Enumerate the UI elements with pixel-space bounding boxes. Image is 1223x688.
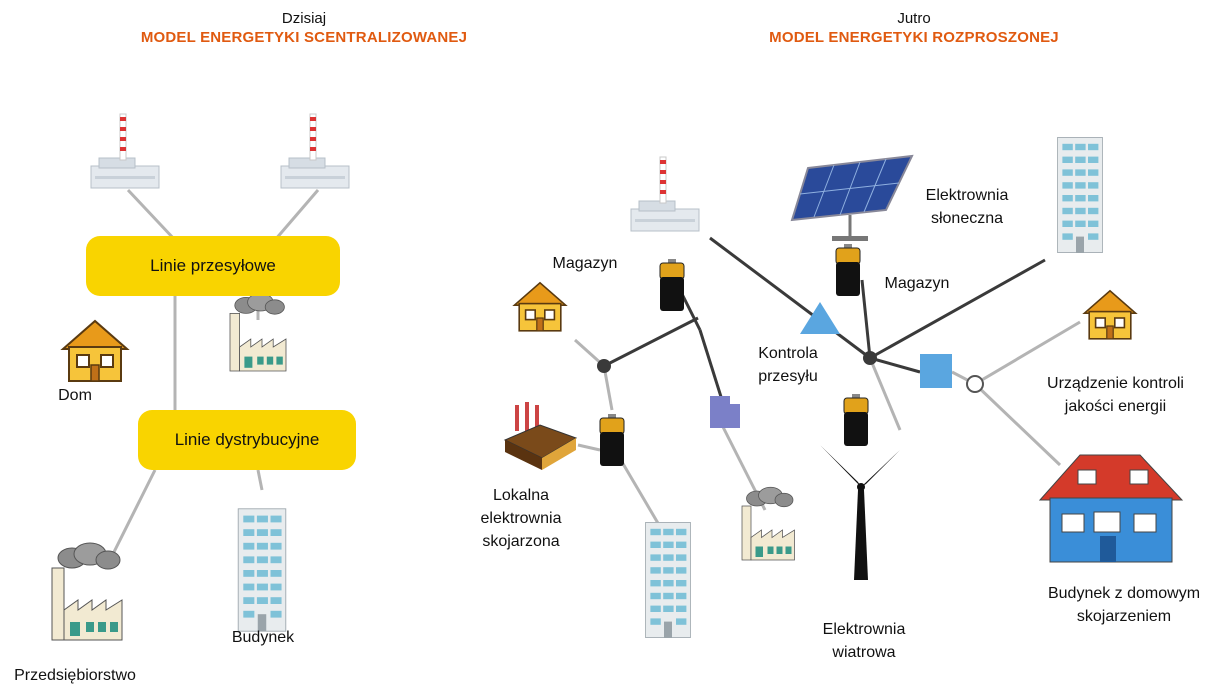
label-local-chp: Lokalna elektrownia skojarzona [480, 487, 562, 550]
power-plant-icon [90, 113, 160, 189]
label-power-quality-device: Urządzenie kontroli jakości energii [1047, 375, 1184, 415]
label-building: Budynek [231, 629, 295, 646]
factory-icon [51, 542, 123, 641]
centralized-header: Dzisiaj MODEL ENERGETYKI SCENTRALIZOWANE… [44, 10, 564, 48]
factory-icon [741, 486, 795, 561]
transmission-lines-box: Linie przesyłowe [86, 236, 340, 296]
battery-icon [835, 243, 861, 297]
solar-panel-icon [790, 154, 914, 241]
house-icon [513, 282, 567, 332]
label-storage-left: Magazyn [552, 255, 618, 272]
distribution-lines-box: Linie dystrybucyjne [138, 410, 356, 470]
junction-node [597, 359, 611, 373]
power-plant-icon [630, 156, 700, 232]
control-node-icon [710, 396, 740, 428]
distributed-caption: Jutro [897, 10, 931, 27]
office-building-icon [237, 508, 287, 632]
office-building-icon [1057, 136, 1103, 254]
chp-plant-icon [503, 402, 578, 470]
wind-turbine-icon [820, 445, 900, 580]
label-transmission-control: Kontrola przesyłu [758, 345, 818, 385]
label-house: Dom [58, 387, 92, 404]
house-icon [1083, 289, 1137, 340]
power-plant-icon [280, 113, 350, 189]
label-home-chp-building: Budynek z domowym skojarzeniem [1047, 585, 1201, 625]
blue-house-icon [1038, 454, 1184, 563]
junction-node [863, 351, 877, 365]
label-storage-right: Magazyn [884, 275, 950, 292]
centralized-lines [108, 188, 320, 561]
label-enterprise: Przedsiębiorstwo [14, 667, 136, 684]
label-wind-plant: Elektrownia wiatrowa [822, 621, 906, 661]
battery-icon [659, 258, 685, 312]
control-node-icon [920, 354, 952, 388]
distributed-header: Jutro MODEL ENERGETYKI ROZPROSZONEJ [654, 10, 1174, 48]
distributed-title: MODEL ENERGETYKI ROZPROSZONEJ [769, 29, 1059, 46]
centralized-caption: Dzisiaj [281, 10, 327, 27]
battery-icon [843, 393, 869, 447]
centralized-title: MODEL ENERGETYKI SCENTRALIZOWANEJ [140, 29, 468, 46]
quality-device-icon [966, 375, 984, 393]
factory-icon [229, 292, 287, 372]
battery-icon [599, 413, 625, 467]
label-solar-plant: Elektrownia słoneczna [925, 187, 1009, 227]
house-icon [62, 320, 128, 382]
control-node-icon [800, 302, 840, 334]
office-building-icon [645, 522, 691, 639]
